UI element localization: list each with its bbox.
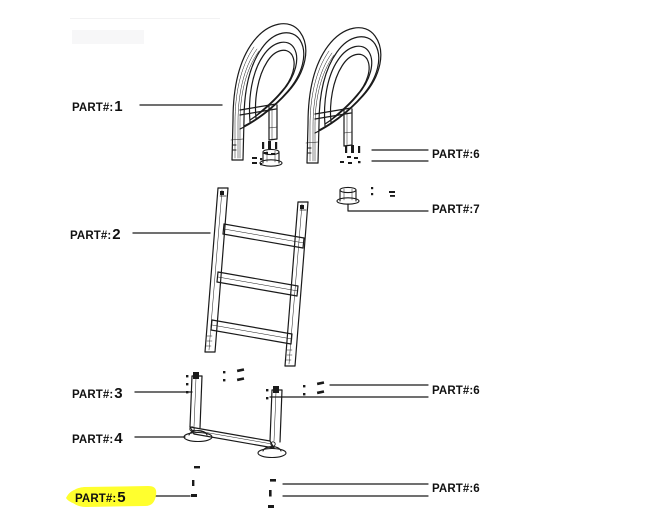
callout-part1[interactable]: PART#:1 [72,98,123,116]
leader-part6-bottom [282,483,429,497]
fastener-cluster-upper-right [340,145,361,164]
scan-artifact-block [72,30,144,44]
callout-part2-number: 2 [112,226,121,243]
fastener-cluster-upper-left [252,141,278,166]
callout-part6-bottom-text: PART#:6 [432,483,480,495]
leader-part6-upper [371,149,429,162]
ladder-rung-frame [204,187,309,367]
scan-artifact-line [70,18,220,19]
leader-part6-middle [269,384,429,398]
callout-part5-tag: PART#: [75,493,117,505]
flanged-bushing-upper [259,148,283,167]
bottom-u-frame [189,372,283,449]
callout-part2-tag: PART#: [70,230,112,242]
callout-part3-tag: PART#: [72,389,114,401]
flanged-bushing-part7 [336,186,360,205]
handrail-right [305,27,382,164]
fastener-cluster-part7 [371,187,395,197]
callout-part6-upper[interactable]: PART#:6 [432,149,480,161]
leader-part7 [347,203,429,212]
escutcheon-cap-right [257,445,287,459]
callout-part1-number: 1 [114,98,123,115]
fastener-cluster-mid-right [266,381,325,400]
callout-part7[interactable]: PART#:7 [432,204,480,216]
fastener-cluster-mid-left [186,368,245,394]
callout-part4-number: 4 [114,430,123,447]
fastener-cluster-bottom [191,466,276,508]
callout-part4-tag: PART#: [72,434,114,446]
callout-part6-bottom[interactable]: PART#:6 [432,483,480,495]
handrail-left [230,23,307,161]
callout-part3[interactable]: PART#:3 [72,385,123,403]
callout-part6-middle[interactable]: PART#:6 [432,385,480,397]
callout-part6-middle-text: PART#:6 [432,385,480,397]
callout-part4[interactable]: PART#:4 [72,430,123,448]
callout-part5-number: 5 [117,489,126,506]
callout-part7-text: PART#:7 [432,204,480,216]
callout-part3-number: 3 [114,385,123,402]
callout-part5[interactable]: PART#:5 [66,486,157,507]
callout-part2[interactable]: PART#:2 [70,226,121,244]
callout-part1-tag: PART#: [72,102,114,114]
callout-part6-upper-text: PART#:6 [432,149,480,161]
highlighter-mark [66,486,157,507]
